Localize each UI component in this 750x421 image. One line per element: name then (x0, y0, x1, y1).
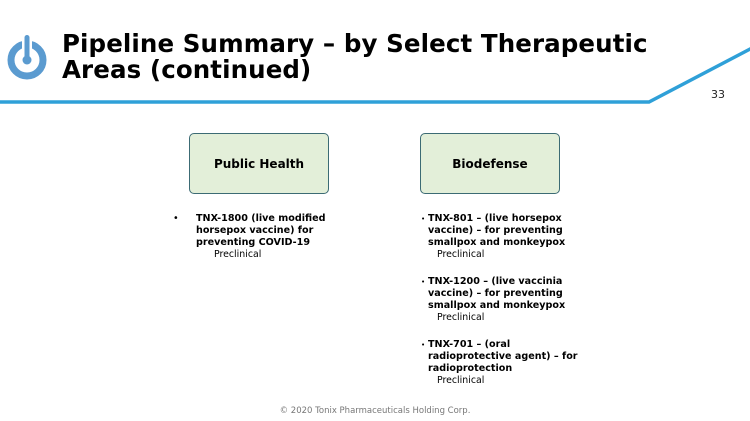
title-line-1: Pipeline Summary – by Select Therapeutic (62, 29, 648, 58)
header-rule (0, 47, 750, 104)
bullet: • (421, 215, 426, 223)
biodefense-box: Biodefense (420, 133, 560, 194)
footer-copyright: © 2020 Tonix Pharmaceuticals Holding Cor… (279, 406, 471, 416)
public-health-box: Public Health (189, 133, 329, 194)
bullet: • (421, 278, 426, 286)
list-item: • TNX-1200 – (live vaccinia vaccine) – f… (421, 276, 581, 324)
public-health-list: • TNX-1800 (live modified horsepox vacci… (173, 213, 343, 276)
title-line-2: Areas (continued) (62, 55, 312, 84)
list-item: • TNX-701 – (oral radioprotective agent)… (421, 339, 581, 387)
list-item: • TNX-801 – (live horsepox vaccine) – fo… (421, 213, 581, 261)
bullet: • (173, 213, 179, 224)
list-item: • TNX-1800 (live modified horsepox vacci… (173, 213, 343, 261)
bullet: • (421, 341, 426, 349)
biodefense-list: • TNX-801 – (live horsepox vaccine) – fo… (421, 213, 581, 402)
product-name: TNX-1200 – (live vaccinia vaccine) – for… (428, 276, 566, 311)
tonix-logo-icon (7, 34, 47, 80)
product-name: TNX-801 – (live horsepox vaccine) – for … (428, 213, 566, 248)
product-name: TNX-1800 (live modified horsepox vaccine… (196, 213, 326, 248)
page-number: 33 (711, 88, 725, 101)
stage: Preclinical (437, 375, 485, 386)
stage: Preclinical (437, 312, 485, 323)
stage: Preclinical (214, 249, 262, 260)
product-name: TNX-701 – (oral radioprotective agent) –… (428, 339, 578, 374)
stage: Preclinical (437, 249, 485, 260)
page-title: Pipeline Summary – by Select Therapeutic… (62, 31, 648, 83)
